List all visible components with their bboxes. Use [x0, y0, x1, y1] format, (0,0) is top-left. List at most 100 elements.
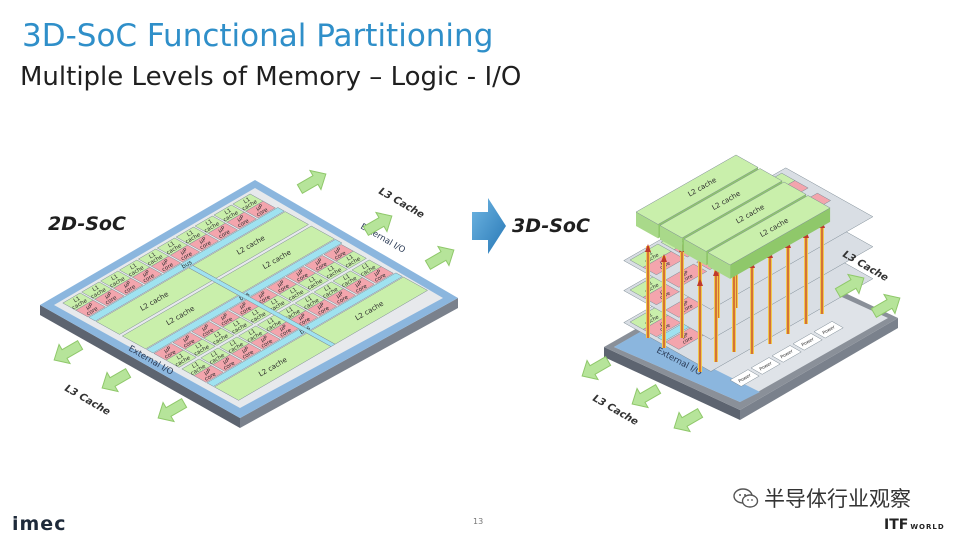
soc2d-l3-arrow-3 [424, 245, 455, 271]
soc2d-core-label: µPcore [314, 301, 331, 317]
soc2d-core-label: µPcore [274, 278, 291, 294]
soc2d-core [207, 222, 238, 241]
wechat-watermark-text: 半导体行业观察 [764, 487, 911, 511]
transition-arrow-icon [472, 198, 506, 254]
soc2d-l1-cache [203, 327, 235, 346]
soc3d-l3-label-bottom: L3 Cache [591, 393, 641, 428]
soc2d-l3-arrow-2 [362, 211, 393, 237]
soc2d-core [113, 277, 144, 296]
soc3d-power-block [729, 369, 760, 387]
soc3d-l3-arrow-1 [834, 273, 865, 299]
soc3d-power-block [750, 357, 781, 375]
page-number: 13 [473, 517, 484, 526]
imec-logo: imec [12, 513, 67, 535]
soc2d-core-label: µPcore [237, 300, 254, 316]
soc2d-core [325, 288, 357, 306]
soc3d-power-block [813, 321, 844, 339]
soc2d-core-label: µPcore [161, 344, 178, 360]
itf-logo-main: ITF [884, 517, 909, 533]
soc2d-blocks: L1cacheL1cacheL1cacheL1cacheL1cacheL1cac… [62, 193, 429, 401]
slide-title: 3D-SoC Functional Partitioning [22, 18, 494, 54]
soc2d-core-label: µPcore [371, 268, 388, 284]
soc2d-core-label: µPcore [140, 268, 157, 284]
soc2d-core-label: µPcore [333, 290, 350, 306]
soc3d-tsv-arrowhead [645, 244, 651, 252]
soc2d-label: 2D-SoC [48, 213, 126, 235]
soc2d-core [75, 299, 106, 318]
soc2d-core-label: µPcore [331, 245, 348, 261]
soc2d-core-label: µPcore [201, 366, 218, 382]
soc3d-tsv-arrowhead [661, 254, 667, 262]
soc2d-core [169, 244, 201, 263]
soc2d-core [250, 332, 281, 350]
soc2d-l1-cache [297, 272, 330, 291]
soc2d-core-label: µPcore [277, 323, 294, 339]
soc2d-l3-arrow-6 [157, 397, 188, 423]
soc2d-core-label: µPcore [218, 311, 235, 327]
soc2d-core-label: µPcore [102, 290, 119, 306]
soc3d-power-block [792, 333, 823, 351]
soc3d-l3-arrow-4 [631, 383, 662, 409]
soc2d-core-label: µPcore [256, 289, 273, 305]
soc2d-side-left [40, 305, 240, 428]
soc2d-core-label: µPcore [180, 333, 197, 349]
soc3d-l3-arrow-3 [581, 355, 612, 381]
soc2d-core [231, 343, 262, 361]
soc3d-tsv-arrowhead [713, 268, 719, 276]
soc3d-core-label: µPcore [679, 299, 694, 314]
soc3d-power-block [771, 345, 802, 363]
soc3d-io-frame [614, 332, 760, 402]
soc2d-core-label: µPcore [253, 202, 270, 218]
soc3d-side-left [604, 347, 740, 420]
soc2d-core-label: µPcore [352, 279, 369, 295]
soc2d-core [132, 266, 163, 285]
soc3d-label: 3D-SoC [512, 215, 590, 237]
soc2d-core-label: µPcore [296, 312, 313, 328]
soc2d-core-label: µPcore [220, 355, 237, 371]
soc2d-core [150, 255, 182, 274]
soc2d-core [245, 200, 276, 219]
soc3d-l3-arrow-5 [673, 407, 704, 433]
soc2d-bus [88, 207, 285, 322]
soc3d-tsv-arrowhead [697, 278, 703, 286]
soc2d-l3-arrow-4 [53, 339, 84, 365]
soc-2d-group: L1cacheL1cacheL1cacheL1cacheL1cacheL1cac… [40, 169, 458, 428]
soc2d-core-label: µPcore [239, 344, 256, 360]
soc3d-core [665, 263, 708, 288]
soc2d-core-label: µPcore [215, 224, 232, 240]
soc2d-bus-vertical [188, 265, 336, 347]
soc2d-l1-cache [184, 338, 216, 357]
soc2d-l1-cache [222, 316, 254, 335]
soc3d-l2-slab-end [708, 252, 731, 279]
soc2d-l1-cache [335, 250, 367, 269]
soc2d-core-label: µPcore [234, 213, 251, 229]
soc2d-core-label: µPcore [177, 246, 194, 262]
soc2d-core [226, 211, 257, 230]
soc3d-l2-slab [707, 195, 831, 266]
soc2d-core [193, 365, 224, 383]
soc2d-core-label: µPcore [293, 267, 310, 283]
soc2d-core [306, 299, 338, 317]
soc3d-l2-slab [659, 168, 783, 239]
soc2d-core [188, 233, 220, 252]
soc2d-bus-label: bus [180, 259, 193, 270]
soc3d-l2-slab-end [684, 239, 707, 266]
soc2d-side-right [240, 298, 458, 428]
soc2d-core-label: µPcore [159, 257, 176, 273]
soc3d-l2-slab-end [636, 212, 659, 239]
slide-subtitle: Multiple Levels of Memory – Logic - I/O [20, 62, 522, 92]
itf-logo-small: WORLD [910, 523, 945, 531]
soc2d-l3-arrow-1 [296, 169, 327, 195]
soc2d-core [344, 277, 375, 295]
soc2d-core [363, 266, 394, 284]
soc3d-l2-slab-side [730, 207, 831, 279]
soc3d-l2-slab [683, 181, 807, 252]
soc2d-l1-cache [165, 349, 197, 368]
soc2d-l1-cache [278, 283, 311, 302]
soc3d-l2-slab-end [660, 225, 683, 252]
soc2d-core-label: µPcore [196, 235, 213, 251]
